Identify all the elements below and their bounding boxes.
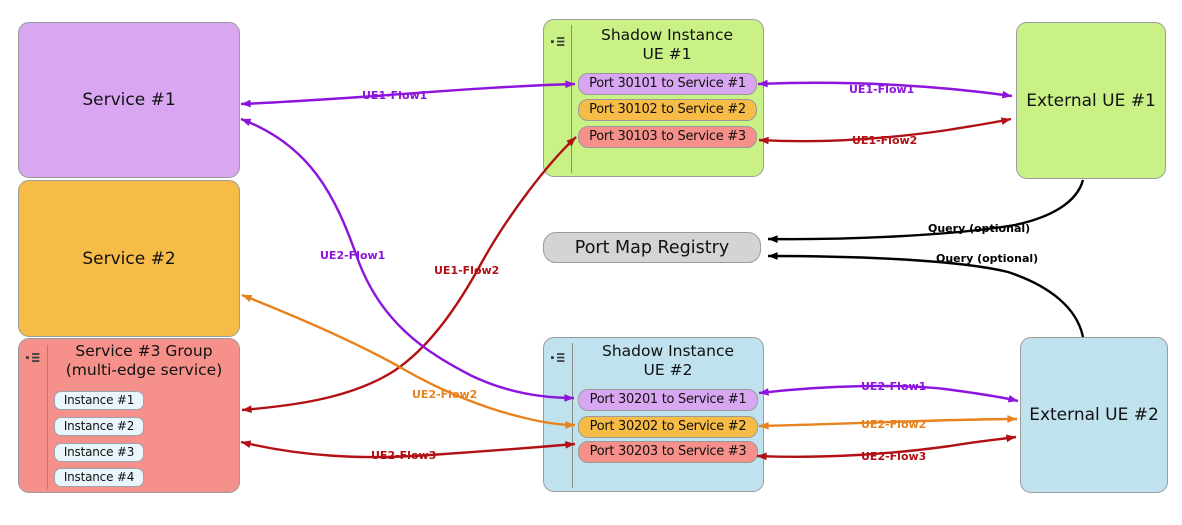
edge-label-ue1-flow1-right: UE1-Flow1 <box>849 83 915 96</box>
edge-label-ue2-flow1-left: UE2-Flow1 <box>320 249 386 262</box>
port-map-registry-node: Port Map Registry <box>543 232 761 263</box>
tree-list-icon <box>551 32 565 46</box>
shadow-ue2-title-line1: Shadow Instance <box>601 342 734 360</box>
edge-label-ue1-flow2-right: UE1-Flow2 <box>852 134 918 147</box>
port-30103-pill: Port 30103 to Service #3 <box>578 126 757 148</box>
shadow-ue2-title: Shadow Instance UE #2 <box>573 342 763 380</box>
external-ue1-node: External UE #1 <box>1016 22 1166 179</box>
port-30102-pill: Port 30102 to Service #2 <box>578 99 757 121</box>
port-30202-pill: Port 30202 to Service #2 <box>578 416 758 438</box>
shadow-ue1-title-line2: UE #1 <box>642 45 692 63</box>
instance-3: Instance #3 <box>54 443 144 462</box>
edge-ue2-flow1-service-side <box>240 117 575 402</box>
edge-label-ue1-flow2-left: UE1-Flow2 <box>434 264 500 277</box>
external-ue1-label: External UE #1 <box>1026 90 1156 111</box>
service2-label: Service #2 <box>82 248 176 269</box>
instance-4: Instance #4 <box>54 468 144 487</box>
external-ue2-node: External UE #2 <box>1020 337 1168 493</box>
service1-node: Service #1 <box>18 22 240 178</box>
service2-node: Service #2 <box>18 180 240 337</box>
edge-label-query-ue1: Query (optional) <box>928 222 1031 235</box>
shadow-ue1-title: Shadow Instance UE #1 <box>572 26 762 64</box>
edge-label-ue2-flow2-left: UE2-Flow2 <box>412 388 478 401</box>
shadow-instance-ue2-node: Shadow Instance UE #2 Port 30201 to Serv… <box>543 337 764 492</box>
edge-query-ue2 <box>767 252 1085 338</box>
service3-group-title: Service #3 Group (multi-edge service) <box>48 342 240 380</box>
tree-list-icon <box>551 348 565 362</box>
shadow-instance-ue1-node: Shadow Instance UE #1 Port 30101 to Serv… <box>543 19 764 177</box>
service3-title-line1: Service #3 Group <box>75 342 213 360</box>
service3-group-node: Service #3 Group (multi-edge service) In… <box>18 338 240 493</box>
group-divider <box>47 345 48 489</box>
edge-label-ue2-flow3-right: UE2-Flow3 <box>861 450 927 463</box>
instance-1: Instance #1 <box>54 391 144 410</box>
shadow-ue2-title-line2: UE #2 <box>643 361 693 379</box>
port-30203-pill: Port 30203 to Service #3 <box>578 441 758 463</box>
external-ue2-label: External UE #2 <box>1029 405 1159 425</box>
service1-label: Service #1 <box>82 90 176 110</box>
edge-label-query-ue2: Query (optional) <box>936 252 1039 265</box>
edge-ue2-flow2-service-side <box>241 293 576 429</box>
edge-label-ue2-flow1-right: UE2-Flow1 <box>861 380 927 393</box>
registry-label: Port Map Registry <box>574 237 730 258</box>
port-30101-pill: Port 30101 to Service #1 <box>578 73 757 95</box>
edge-label-ue2-flow2-right: UE2-Flow2 <box>861 418 927 431</box>
edge-query-ue1 <box>767 179 1085 243</box>
service3-title-line2: (multi-edge service) <box>65 361 223 379</box>
instance-2: Instance #2 <box>54 417 144 436</box>
tree-list-icon <box>26 348 40 362</box>
port-30201-pill: Port 30201 to Service #1 <box>578 389 758 411</box>
edge-label-ue1-flow1-left: UE1-Flow1 <box>362 89 428 102</box>
shadow-ue1-title-line1: Shadow Instance <box>600 26 733 44</box>
edge-label-ue2-flow3-left: UE2-Flow3 <box>371 449 437 462</box>
edge-ue1-flow2-service-side <box>241 136 577 414</box>
